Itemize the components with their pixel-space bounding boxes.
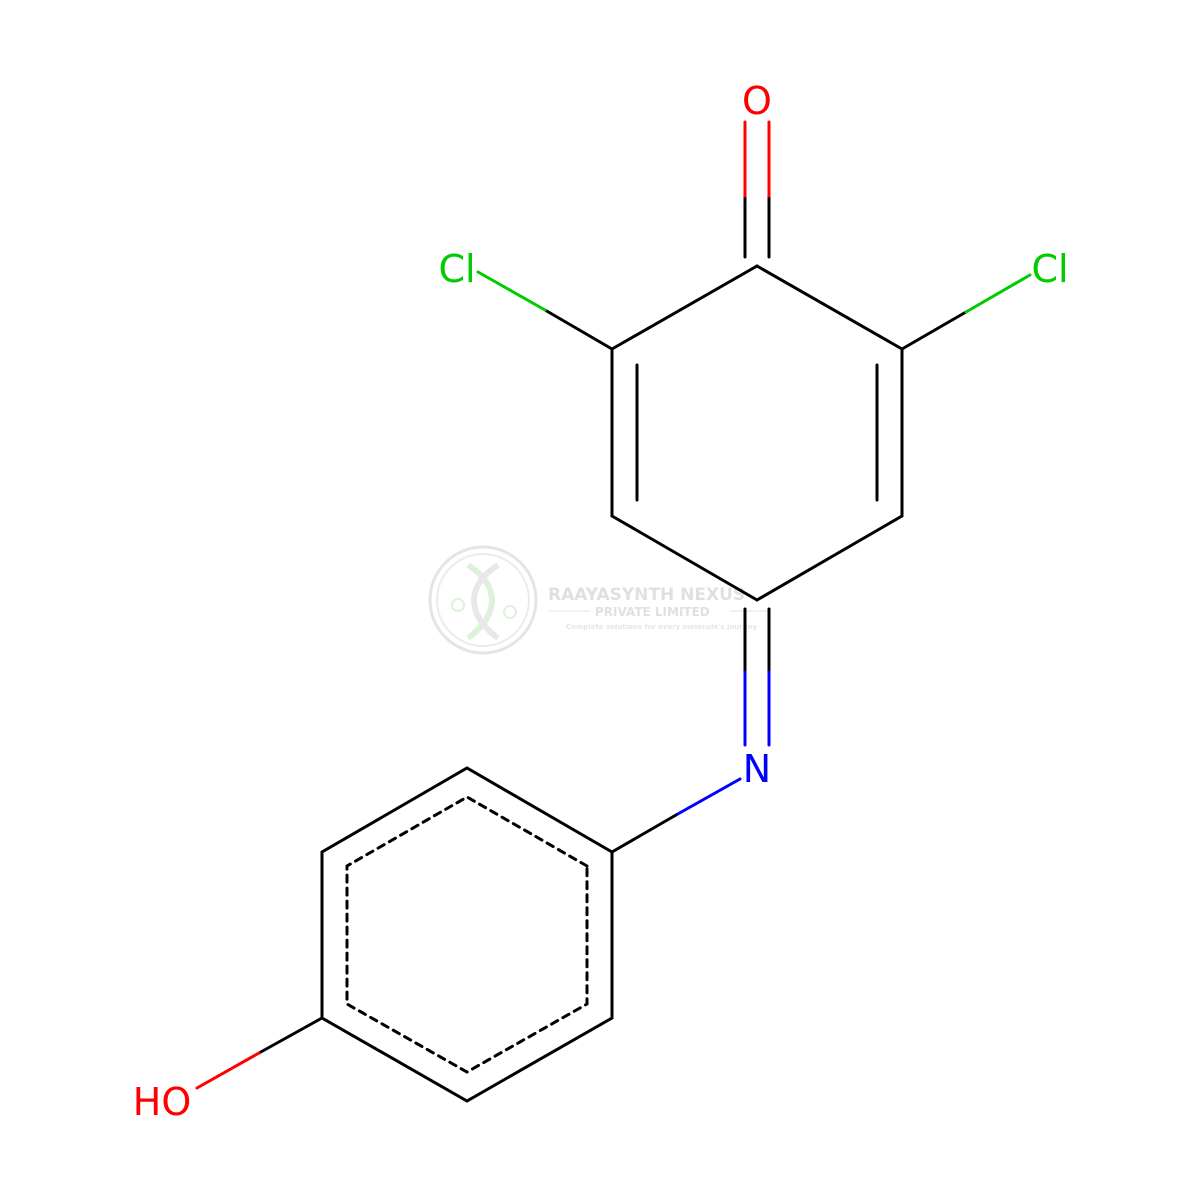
hydroxyl-bond: [195, 1016, 324, 1090]
chlorine-bonds: [476, 270, 1032, 351]
atom-oxygen-carbonyl: O: [742, 79, 772, 123]
bond-c1-c2: [610, 264, 759, 351]
atom-nitrogen-imine: N: [743, 747, 771, 791]
imine-bond: [743, 607, 771, 747]
quinone-ring-bonds: [610, 264, 904, 602]
phenol-ring-outer: [320, 766, 614, 1103]
dna-helix-icon: [428, 545, 538, 655]
bond-c1-c6: [755, 264, 904, 351]
atom-hydroxyl: HO: [133, 1080, 191, 1124]
bond-c3-c4: [610, 514, 759, 602]
phenol-ring-aromatic-inner: [345, 795, 589, 1074]
watermark-company-name: RAAYASYNTH NEXUS: [548, 585, 745, 605]
atom-chlorine-right: Cl: [1031, 247, 1068, 291]
watermark-company-type: PRIVATE LIMITED: [595, 605, 710, 619]
n-phenyl-bond: [610, 777, 742, 854]
bond-c4-c5: [755, 514, 904, 602]
atom-chlorine-left: Cl: [438, 247, 475, 291]
phenol-ring-bonds: [320, 766, 614, 1103]
carbonyl-bond: [743, 120, 771, 259]
watermark-tagline: Complete solutions for every molecule's …: [566, 623, 757, 631]
watermark: RAAYASYNTH NEXUS PRIVATE LIMITED Complet…: [428, 545, 770, 655]
